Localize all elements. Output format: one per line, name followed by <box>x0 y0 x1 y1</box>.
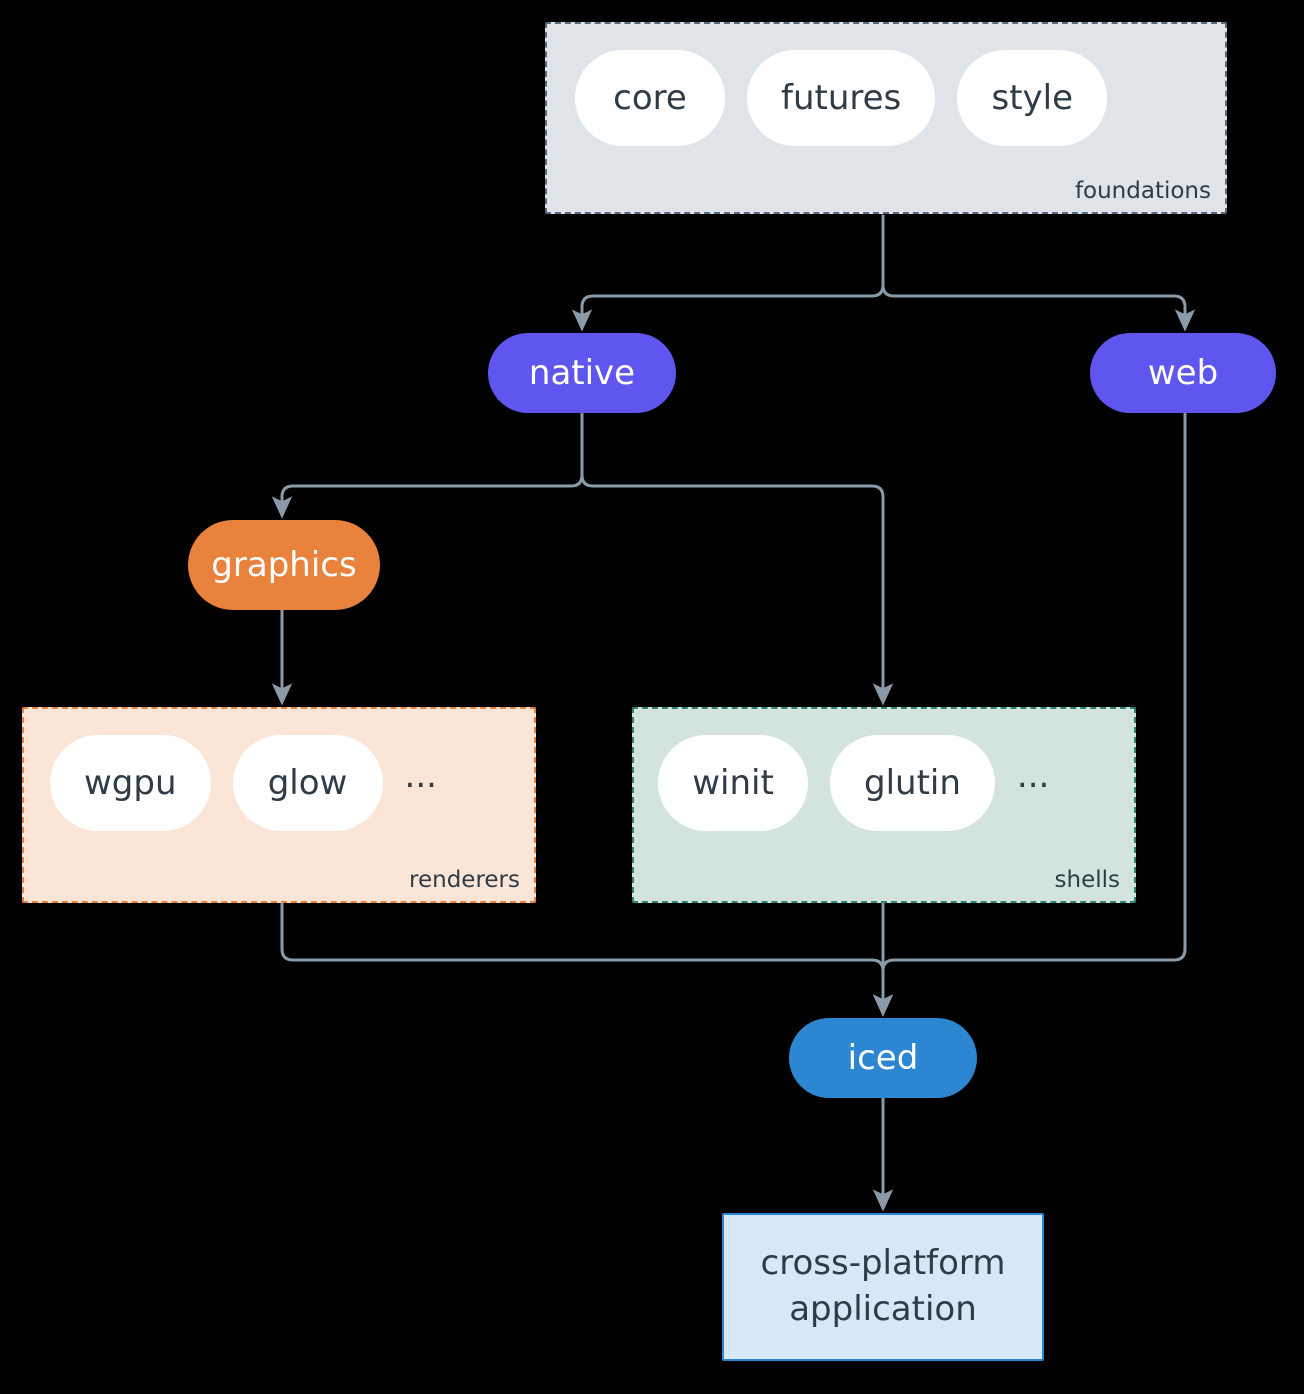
pill-glow[interactable]: glow <box>232 735 383 831</box>
pill-core[interactable]: core <box>575 50 725 146</box>
group-label-shells: shells <box>1054 867 1120 893</box>
edge-foundations-web <box>881 214 1196 332</box>
application-line-2: application <box>789 1289 977 1329</box>
shells-items: winit glutin ... <box>658 735 1049 831</box>
application-line-1: cross-platform <box>760 1243 1006 1284</box>
node-iced[interactable]: iced <box>789 1018 977 1098</box>
foundations-items: core futures style <box>575 50 1108 146</box>
edge-native-graphics <box>271 411 584 519</box>
node-graphics[interactable]: graphics <box>188 520 380 610</box>
renderers-items: wgpu glow ... <box>50 735 437 831</box>
group-renderers: wgpu glow ... renderers <box>22 707 536 903</box>
pill-style[interactable]: style <box>957 50 1108 146</box>
pill-futures[interactable]: futures <box>747 50 936 146</box>
pill-winit[interactable]: winit <box>658 735 808 831</box>
shells-more-ellipsis: ... <box>1016 756 1050 796</box>
edge-renderers-iced <box>280 901 894 1017</box>
renderers-more-ellipsis: ... <box>404 756 437 796</box>
group-label-foundations: foundations <box>1074 178 1211 204</box>
group-foundations: core futures style foundations <box>545 22 1227 214</box>
node-web[interactable]: web <box>1090 333 1276 413</box>
node-native[interactable]: native <box>488 333 676 413</box>
edge-native-shells <box>580 411 894 706</box>
pill-glutin[interactable]: glutin <box>830 735 995 831</box>
node-cross-platform-application[interactable]: cross-platform application <box>722 1213 1044 1361</box>
pill-wgpu[interactable]: wgpu <box>50 735 211 831</box>
edge-foundations-native <box>571 214 885 332</box>
group-shells: winit glutin ... shells <box>632 707 1136 903</box>
group-label-renderers: renderers <box>409 867 520 893</box>
